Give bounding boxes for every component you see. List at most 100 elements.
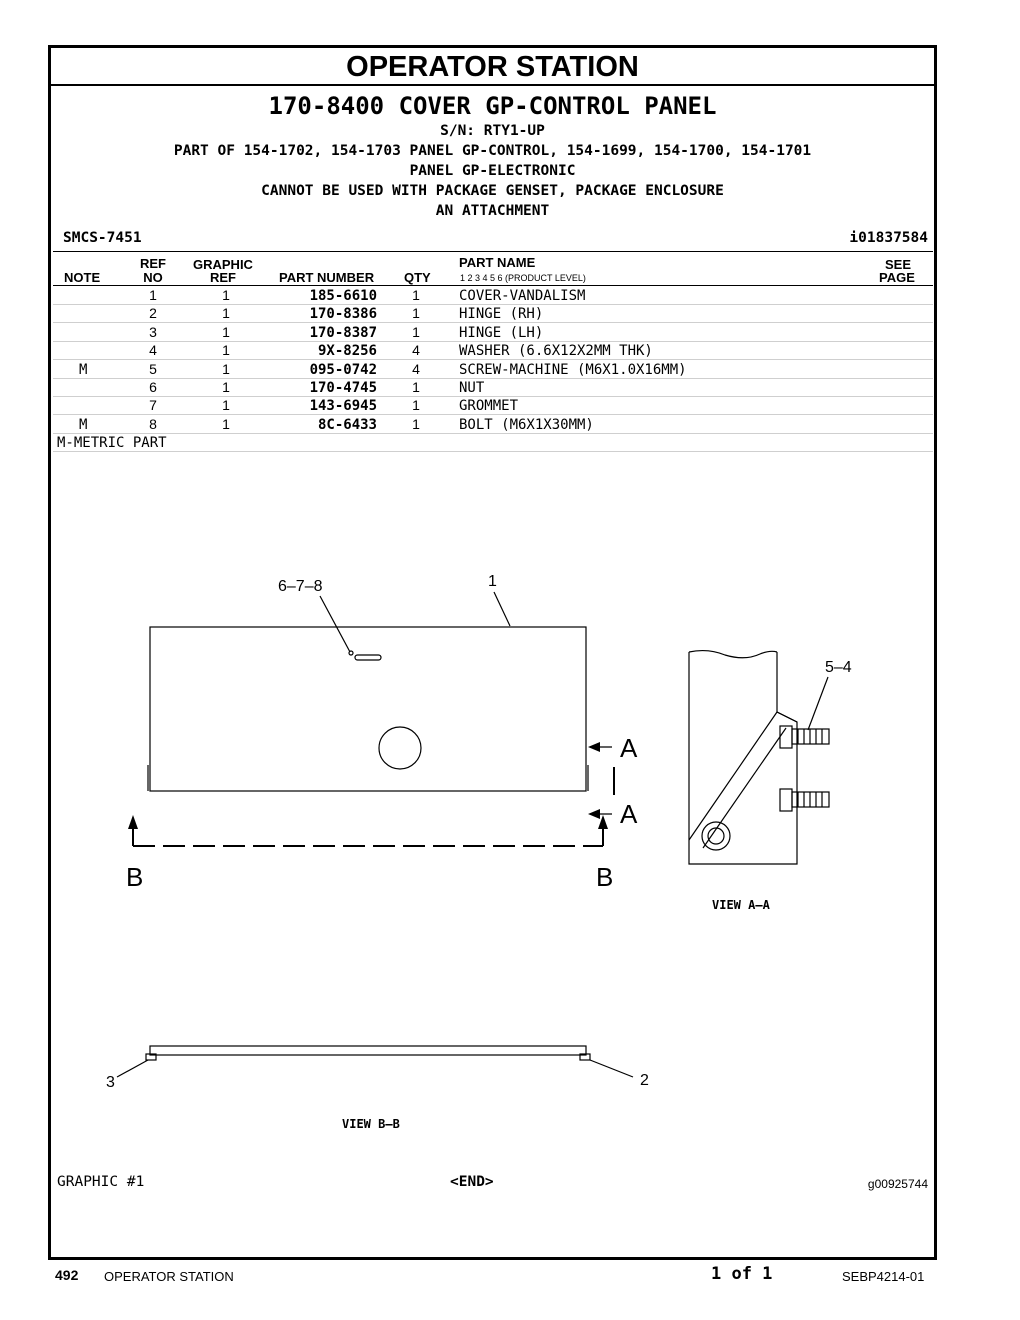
row-part-name: COVER-VANDALISM <box>459 288 586 304</box>
view-aa-bracket <box>688 649 830 865</box>
row-graphic-ref: 1 <box>222 287 230 303</box>
row-rule <box>53 396 933 397</box>
footer-doc-code: SEBP4214-01 <box>842 1269 925 1284</box>
row-qty: 1 <box>412 324 420 340</box>
col-see-1: SEE <box>885 257 912 272</box>
row-ref: 5 <box>149 361 157 377</box>
cover-panel <box>147 626 589 792</box>
bracket-hole <box>701 821 731 851</box>
grommet-hole <box>378 726 422 770</box>
col-ref-2: NO <box>143 270 163 285</box>
col-qty: QTY <box>404 270 431 285</box>
leader-1 <box>493 591 511 627</box>
row-ref: 7 <box>149 397 157 413</box>
col-graphic-1: GRAPHIC <box>193 257 253 272</box>
page-frame: OPERATOR STATION 170-8400 COVER GP-CONTR… <box>48 45 937 1260</box>
footer-page-number: 492 <box>55 1267 79 1283</box>
row-part-name: GROMMET <box>459 398 519 414</box>
arrowhead-b-left <box>128 815 138 829</box>
arrowhead-a-top <box>588 742 600 752</box>
row-ref: 3 <box>149 324 157 340</box>
graphic-label: GRAPHIC #1 <box>57 1174 145 1190</box>
cannot-use-line-2: AN ATTACHMENT <box>435 203 550 219</box>
section-line-a <box>590 746 615 815</box>
row-part-name: HINGE (RH) <box>459 306 544 322</box>
row-graphic-ref: 1 <box>222 324 230 340</box>
section-a-label-bottom: A <box>620 799 638 829</box>
col-product-levels: 1 2 3 4 5 6 (PRODUCT LEVEL) <box>460 273 586 283</box>
callout-2: 2 <box>640 1072 649 1089</box>
row-note: M <box>79 362 88 378</box>
row-graphic-ref: 1 <box>222 416 230 432</box>
row-part-number: 8C-6433 <box>317 417 377 433</box>
row-graphic-ref: 1 <box>222 305 230 321</box>
main-title: 170-8400 COVER GP-CONTROL PANEL <box>268 92 717 120</box>
row-qty: 1 <box>412 287 420 303</box>
row-qty: 1 <box>412 416 420 432</box>
row-part-number: 9X-8256 <box>317 343 377 359</box>
view-aa-label: VIEW A–A <box>712 898 771 912</box>
row-rule <box>53 322 933 323</box>
row-rule <box>53 341 933 342</box>
section-b-label-left: B <box>126 862 143 892</box>
section-b-label-right: B <box>596 862 613 892</box>
leader-2 <box>589 1059 634 1078</box>
col-see-2: PAGE <box>879 270 915 285</box>
view-bb-edge <box>116 1045 634 1078</box>
row-ref: 2 <box>149 305 157 321</box>
section-line-b <box>132 825 604 847</box>
slot <box>354 654 382 661</box>
row-rule <box>53 378 933 379</box>
leader-678-dot <box>348 650 354 656</box>
row-rule <box>53 451 933 452</box>
col-graphic-2: REF <box>210 270 236 285</box>
row-qty: 1 <box>412 397 420 413</box>
row-rule <box>53 433 933 434</box>
row-part-name: BOLT (M6X1X30MM) <box>459 417 594 433</box>
callout-3: 3 <box>106 1074 115 1091</box>
row-note: M <box>79 417 88 433</box>
row-part-number: 095-0742 <box>309 362 377 378</box>
metric-note: M-METRIC PART <box>57 435 167 451</box>
col-note: NOTE <box>64 270 101 285</box>
bracket-hole-inner <box>707 827 725 845</box>
serial-number: S/N: RTY1-UP <box>440 123 545 139</box>
row-graphic-ref: 1 <box>222 379 230 395</box>
row-qty: 1 <box>412 305 420 321</box>
row-part-name: NUT <box>459 380 485 396</box>
row-qty: 1 <box>412 379 420 395</box>
row-qty: 4 <box>412 342 420 358</box>
callout-678: 6–7–8 <box>278 578 323 595</box>
row-part-name: SCREW-MACHINE (M6X1.0X16MM) <box>459 362 687 378</box>
row-rule <box>53 359 933 360</box>
row-rule <box>53 414 933 415</box>
row-graphic-ref: 1 <box>222 397 230 413</box>
footer-section: OPERATOR STATION <box>104 1269 234 1284</box>
leader-54 <box>807 676 829 731</box>
row-qty: 4 <box>412 361 420 377</box>
callout-54: 5–4 <box>825 659 852 676</box>
part-of-line-2: PANEL GP-ELECTRONIC <box>409 163 576 179</box>
graphic-id: g00925744 <box>867 1177 928 1191</box>
arrowhead-a-bottom <box>588 809 600 819</box>
cannot-use-line: CANNOT BE USED WITH PACKAGE GENSET, PACK… <box>261 183 724 199</box>
row-ref: 8 <box>149 416 157 432</box>
row-graphic-ref: 1 <box>222 342 230 358</box>
row-part-number: 170-4745 <box>309 380 377 396</box>
part-of-line: PART OF 154-1702, 154-1703 PANEL GP-CONT… <box>173 143 812 159</box>
row-ref: 4 <box>149 342 157 358</box>
document-id: i01837584 <box>849 230 928 246</box>
table-top-rule <box>53 251 933 252</box>
row-part-name: HINGE (LH) <box>459 325 544 341</box>
end-marker: <END> <box>450 1174 494 1190</box>
row-ref: 1 <box>149 287 157 303</box>
row-part-number: 170-8387 <box>309 325 377 341</box>
view-bb-label: VIEW B–B <box>342 1117 400 1131</box>
leader-678 <box>319 595 351 653</box>
row-part-name: WASHER (6.6X12X2MM THK) <box>459 343 653 359</box>
footer-page-of: 1 of 1 <box>711 1264 773 1284</box>
row-ref: 6 <box>149 379 157 395</box>
row-graphic-ref: 1 <box>222 361 230 377</box>
callout-1: 1 <box>488 573 497 590</box>
row-part-number: 170-8386 <box>309 306 377 322</box>
